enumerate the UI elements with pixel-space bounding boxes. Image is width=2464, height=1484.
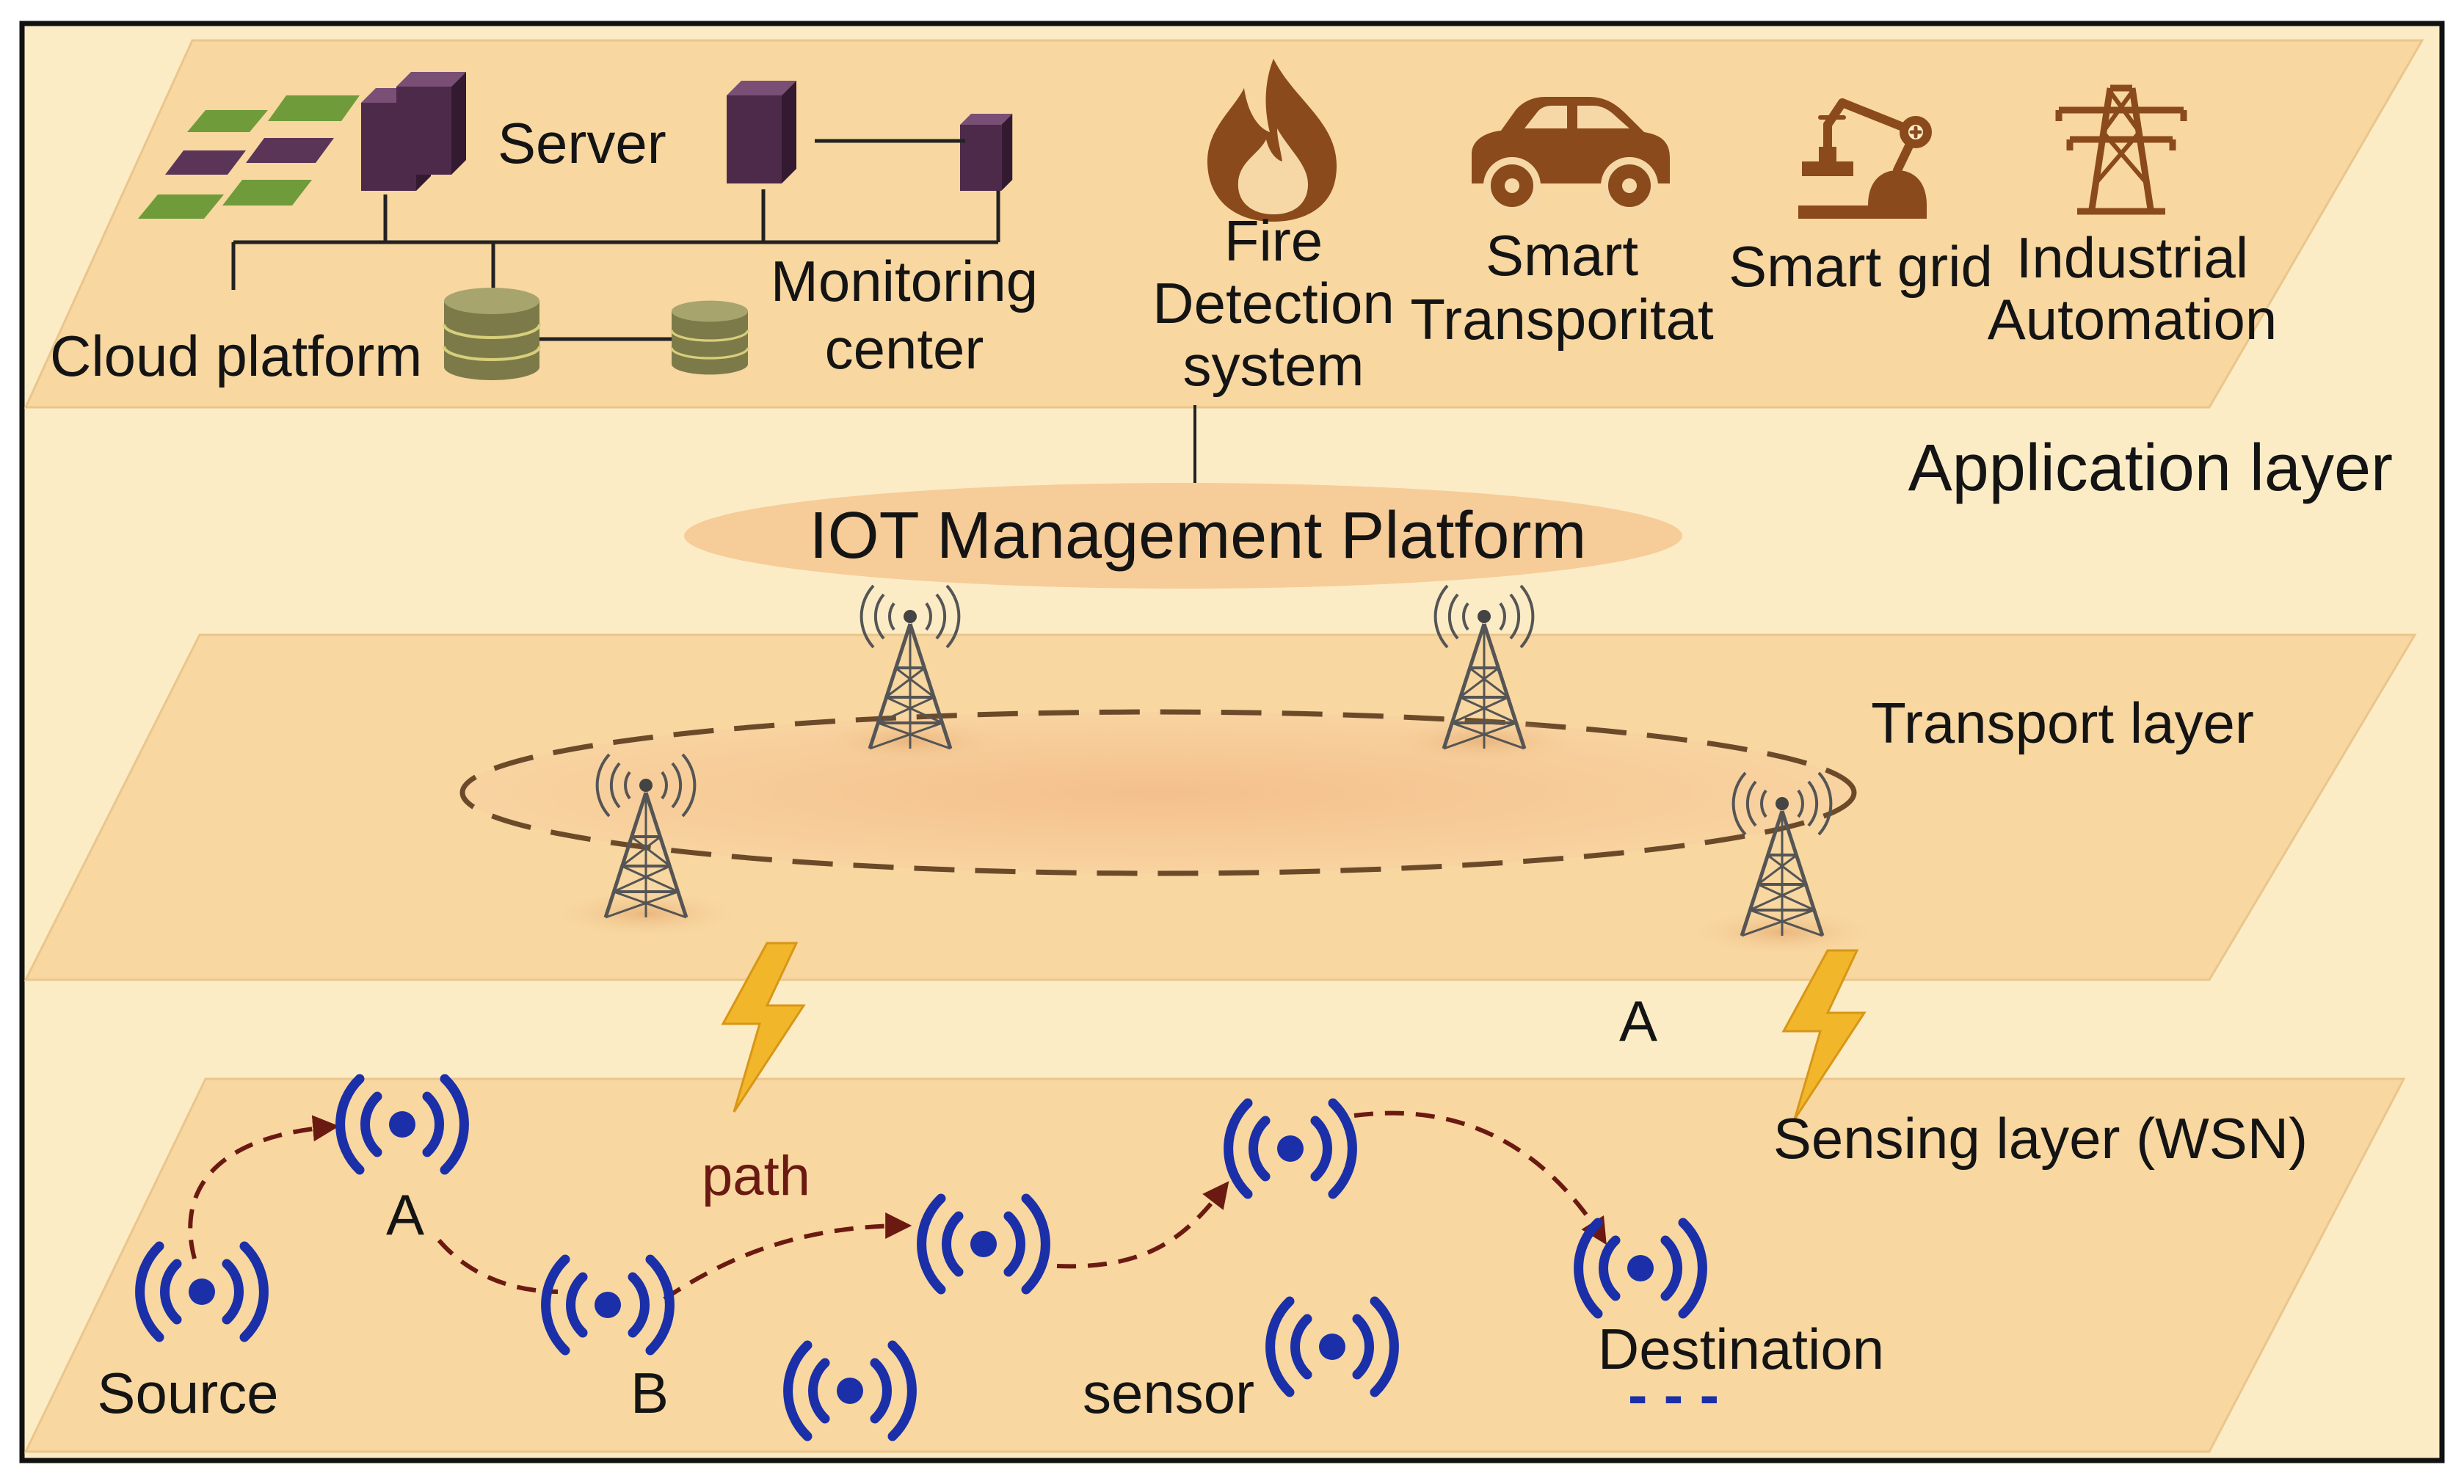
transport-network-ring (459, 709, 1857, 876)
robot-arm-icon (1798, 98, 1932, 219)
sensor-label: sensor (1083, 1361, 1254, 1425)
monitoring-center-label-1: Monitoring (771, 249, 1038, 313)
node-b-label: B (630, 1361, 669, 1425)
management-platform-ellipse (684, 483, 1682, 589)
fire-icon (1207, 59, 1337, 222)
destination-label: Destination (1598, 1317, 1884, 1381)
server-label: Server (498, 111, 666, 175)
transport-node-a-label: A (1619, 989, 1657, 1053)
cloud-platform-icon (138, 95, 360, 219)
industrial-automation-label-1: Industrial (2016, 225, 2249, 290)
fire-detection-label-3: system (1182, 333, 1364, 398)
node-a-label: A (386, 1182, 424, 1247)
fire-detection-label-1: Fire (1224, 208, 1323, 273)
car-icon (1472, 97, 1670, 214)
cloud-network-lines (231, 189, 1000, 341)
industrial-automation-label-2: Automation (1988, 287, 2278, 352)
monitoring-center-label-2: center (825, 316, 984, 381)
sensing-layer-plane (23, 1077, 2406, 1453)
management-platform-label: IOT Management Platform (810, 499, 1587, 572)
cloud-platform-label: Cloud platform (50, 324, 422, 388)
sensing-layer-title: Sensing layer (WSN) (1773, 1106, 2308, 1171)
path-label: path (702, 1145, 810, 1207)
smart-transport-label-1: Smart (1486, 223, 1638, 288)
smart-transport-label-2: Transporitat (1410, 287, 1714, 352)
source-label: Source (97, 1361, 278, 1425)
fire-detection-label-2: Detection (1152, 271, 1395, 335)
power-tower-icon (2055, 84, 2187, 215)
application-layer-plane (23, 39, 2424, 409)
tower-shadow (1387, 719, 1578, 763)
application-layer-title: Application layer (1908, 432, 2393, 505)
routing-path (188, 1110, 1607, 1301)
server-icon (361, 72, 466, 191)
smart-grid-label: Smart grid (1729, 234, 1993, 299)
more-sensors-ellipsis: - - - (1628, 1362, 1719, 1427)
transport-layer-title: Transport layer (1871, 691, 2254, 755)
